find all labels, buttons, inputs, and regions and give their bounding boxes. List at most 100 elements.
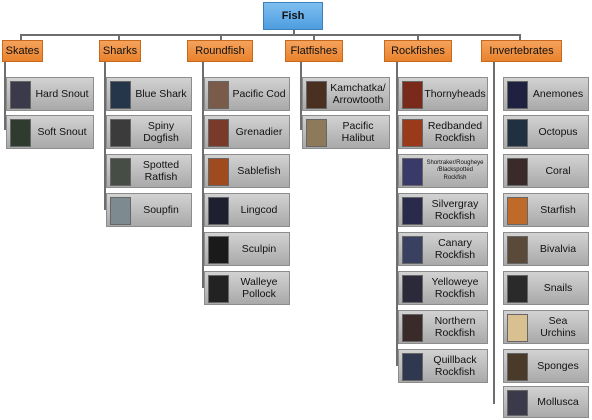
connector-flatfishes-vertical xyxy=(300,62,302,130)
category-skates[interactable]: Skates xyxy=(2,40,43,62)
quillback-rockfish-photo-icon xyxy=(402,353,423,381)
soft-snout-photo-icon xyxy=(10,119,31,147)
category-rockfishes[interactable]: Rockfishes xyxy=(384,40,452,62)
pacific-cod-photo-icon xyxy=(208,81,229,109)
leaf-pacific-halibut[interactable]: Pacific Halibut xyxy=(302,115,390,149)
leaf-snails[interactable]: Snails xyxy=(503,271,589,305)
leaf-label: Silvergray Rockfish xyxy=(431,197,479,222)
leaf-soft-snout[interactable]: Soft Snout xyxy=(6,115,94,149)
leaf-label: Starfish xyxy=(540,203,576,216)
leaf-canary-rockfish[interactable]: Canary Rockfish xyxy=(398,232,488,266)
connector-skates-vertical xyxy=(4,62,6,130)
leaf-label: Spotted Ratfish xyxy=(142,158,180,183)
lingcod-photo-icon xyxy=(208,197,229,225)
connector-roundfish-vertical xyxy=(202,62,204,288)
redbanded-rockfish-photo-icon xyxy=(402,119,423,147)
leaf-label: Hard Snout xyxy=(35,87,89,100)
leaf-sculpin[interactable]: Sculpin xyxy=(204,232,290,266)
connector-rockfishes-vertical xyxy=(396,62,398,366)
leaf-label: Redbanded Rockfish xyxy=(427,119,483,144)
walleye-pollock-photo-icon xyxy=(208,275,229,303)
leaf-label: Shortraker/Rougheye /Blackspotted Rockfi… xyxy=(426,160,484,181)
leaf-spotted-ratfish[interactable]: Spotted Ratfish xyxy=(106,154,192,188)
leaf-label: Thornyheads xyxy=(424,87,486,100)
category-roundfish[interactable]: Roundfish xyxy=(187,40,253,62)
leaf-thornyheads[interactable]: Thornyheads xyxy=(398,77,488,111)
leaf-pacific-cod[interactable]: Pacific Cod xyxy=(204,77,290,111)
leaf-sea-urchins[interactable]: Sea Urchins xyxy=(503,310,589,344)
starfish-photo-icon xyxy=(507,197,528,225)
leaf-label: Mollusca xyxy=(537,395,579,408)
leaf-label: Grenadier xyxy=(235,125,283,138)
connector-categories-bar xyxy=(20,34,521,36)
leaf-lingcod[interactable]: Lingcod xyxy=(204,193,290,227)
shortraker-rockfish-photo-icon xyxy=(402,158,423,186)
leaf-label: Quillback Rockfish xyxy=(433,353,477,378)
leaf-mollusca[interactable]: Mollusca xyxy=(503,386,589,418)
hard-snout-photo-icon xyxy=(10,81,31,109)
leaf-sponges[interactable]: Sponges xyxy=(503,349,589,383)
octopus-photo-icon xyxy=(507,119,528,147)
leaf-label: Kamchatka/ Arrowtooth xyxy=(330,81,386,106)
grenadier-photo-icon xyxy=(208,119,229,147)
leaf-silvergray-rockfish[interactable]: Silvergray Rockfish xyxy=(398,193,488,227)
blue-shark-photo-icon xyxy=(110,81,131,109)
leaf-grenadier[interactable]: Grenadier xyxy=(204,115,290,149)
connector-sharks xyxy=(118,34,120,40)
thornyheads-photo-icon xyxy=(402,81,423,109)
category-flatfishes[interactable]: Flatfishes xyxy=(285,40,343,62)
kamchatka-arrowtooth-photo-icon xyxy=(306,81,327,109)
leaf-label: Sea Urchins xyxy=(540,314,576,339)
leaf-anemones[interactable]: Anemones xyxy=(503,77,589,111)
category-sharks[interactable]: Sharks xyxy=(99,40,141,62)
spiny-dogfish-photo-icon xyxy=(110,119,131,147)
leaf-label: Northern Rockfish xyxy=(434,314,476,339)
root-node-fish[interactable]: Fish xyxy=(263,2,323,30)
leaf-label: Spiny Dogfish xyxy=(143,119,179,144)
leaf-coral[interactable]: Coral xyxy=(503,154,589,188)
leaf-label: Soupfin xyxy=(143,203,179,216)
snails-photo-icon xyxy=(507,275,528,303)
leaf-hard-snout[interactable]: Hard Snout xyxy=(6,77,94,111)
category-invertebrates[interactable]: Invertebrates xyxy=(481,40,562,62)
leaf-octopus[interactable]: Octopus xyxy=(503,115,589,149)
leaf-shortraker-rougheye-blackspotted[interactable]: Shortraker/Rougheye /Blackspotted Rockfi… xyxy=(398,154,488,188)
connector-invertebrates-vertical xyxy=(493,62,495,404)
bivalvia-photo-icon xyxy=(507,236,528,264)
leaf-quillback-rockfish[interactable]: Quillback Rockfish xyxy=(398,349,488,383)
leaf-spiny-dogfish[interactable]: Spiny Dogfish xyxy=(106,115,192,149)
connector-flatfishes xyxy=(313,34,315,40)
leaf-starfish[interactable]: Starfish xyxy=(503,193,589,227)
leaf-label: Yelloweye Rockfish xyxy=(431,275,479,300)
leaf-redbanded-rockfish[interactable]: Redbanded Rockfish xyxy=(398,115,488,149)
connector-skates xyxy=(20,34,22,40)
connector-root-down xyxy=(293,29,295,35)
leaf-bivalvia[interactable]: Bivalvia xyxy=(503,232,589,266)
canary-rockfish-photo-icon xyxy=(402,236,423,264)
connector-roundfish xyxy=(220,34,222,40)
leaf-label: Snails xyxy=(543,281,573,294)
silvergray-rockfish-photo-icon xyxy=(402,197,423,225)
sea-urchins-photo-icon xyxy=(507,314,528,342)
leaf-yelloweye-rockfish[interactable]: Yelloweye Rockfish xyxy=(398,271,488,305)
leaf-sablefish[interactable]: Sablefish xyxy=(204,154,290,188)
leaf-label: Bivalvia xyxy=(539,242,577,255)
anemones-photo-icon xyxy=(507,81,528,109)
connector-invertebrates xyxy=(519,34,521,40)
leaf-soupfin[interactable]: Soupfin xyxy=(106,193,192,227)
leaf-kamchatka-arrowtooth[interactable]: Kamchatka/ Arrowtooth xyxy=(302,77,390,111)
leaf-label: Sablefish xyxy=(237,164,281,177)
leaf-label: Anemones xyxy=(532,87,584,100)
leaf-label: Walleye Pollock xyxy=(240,275,278,300)
leaf-label: Pacific Cod xyxy=(232,87,286,100)
sculpin-photo-icon xyxy=(208,236,229,264)
leaf-label: Octopus xyxy=(538,125,578,138)
leaf-label: Soft Snout xyxy=(37,125,87,138)
leaf-northern-rockfish[interactable]: Northern Rockfish xyxy=(398,310,488,344)
northern-rockfish-photo-icon xyxy=(402,314,423,342)
leaf-walleye-pollock[interactable]: Walleye Pollock xyxy=(204,271,290,305)
coral-photo-icon xyxy=(507,158,528,186)
leaf-blue-shark[interactable]: Blue Shark xyxy=(106,77,192,111)
leaf-label: Lingcod xyxy=(240,203,278,216)
leaf-label: Canary Rockfish xyxy=(434,236,476,261)
